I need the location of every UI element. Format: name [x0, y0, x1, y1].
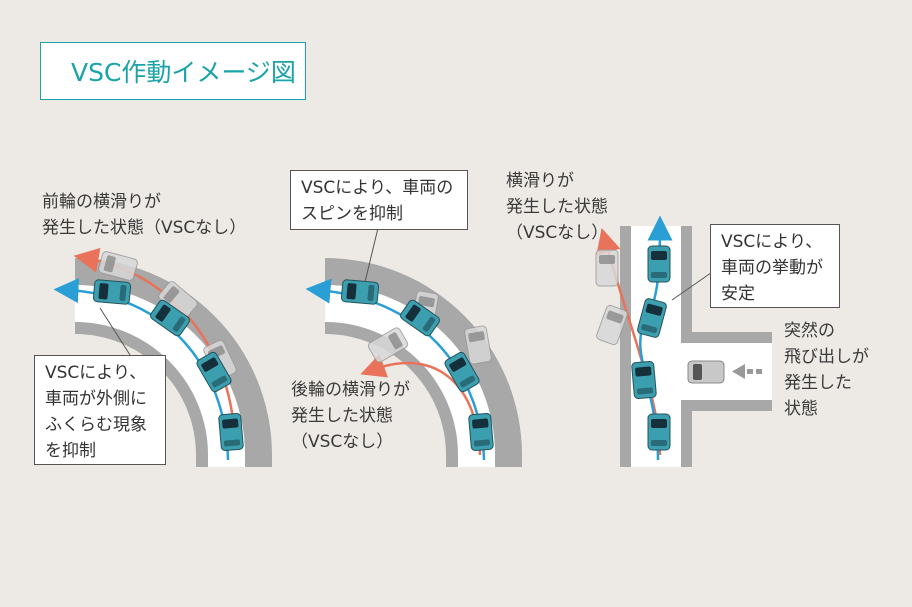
scene3-vsc-callout: VSCにより、 車両の挙動が 安定	[710, 224, 840, 308]
scene3-car	[647, 245, 671, 283]
scene3-car	[630, 360, 658, 400]
scene2-problem-line: 後輪の横滑りが	[291, 380, 410, 400]
scene2-callout-line	[364, 227, 379, 283]
scene3-problem-line: 横滑りが	[506, 171, 574, 191]
scene2-vsc-callout: VSCにより、車両の スピンを抑制	[290, 170, 468, 230]
scene1-problem-label: 前輪の横滑りが 発生した状態（VSCなし）	[42, 189, 246, 241]
scene2-problem-line: （VSCなし）	[291, 432, 394, 452]
scene1-car	[217, 412, 245, 452]
scene2-vsc-line: スピンを抑制	[301, 204, 403, 224]
scene1-vsc-line: VSCにより、	[45, 363, 147, 383]
scene3-problem-label: 横滑りが 発生した状態 （VSCなし）	[506, 168, 608, 246]
scene1-vsc-line: ふくらむ現象	[45, 415, 147, 435]
page-title: VSC作動イメージ図	[71, 58, 296, 87]
scene2-problem-line: 発生した状態	[291, 406, 393, 426]
scene3-event-line: 状態	[784, 399, 818, 419]
scene3-problem-line: （VSCなし）	[506, 223, 609, 243]
scene3-car	[647, 413, 671, 451]
scene2-problem-label: 後輪の横滑りが 発生した状態 （VSCなし）	[291, 377, 410, 455]
scene2-car	[340, 278, 380, 306]
scene3-oncoming-car	[687, 360, 725, 384]
scene1-vsc-callout: VSCにより、 車両が外側に ふくらむ現象 を抑制	[34, 355, 166, 465]
title-box: VSC作動イメージ図	[40, 42, 306, 100]
scene2-car	[467, 412, 495, 452]
scene1-car	[92, 278, 132, 306]
scene2-vsc-line: VSCにより、車両の	[301, 178, 454, 198]
scene3-vsc-line: 車両の挙動が	[721, 258, 823, 278]
scene1-vsc-line: 車両が外側に	[45, 389, 147, 409]
scene3-vsc-line: VSCにより、	[721, 232, 823, 252]
scene3-vsc-line: 安定	[721, 284, 755, 304]
scene3-ghost-car	[595, 249, 619, 287]
scene3-problem-line: 発生した状態	[506, 197, 608, 217]
scene1-vsc-line: を抑制	[45, 441, 96, 461]
scene3-event-line: 突然の	[784, 321, 835, 341]
scene1-problem-line: 前輪の横滑りが	[42, 192, 161, 212]
scene3-event-line: 発生した	[784, 373, 852, 393]
scene1-problem-line: 発生した状態（VSCなし）	[42, 218, 247, 238]
scene3-event-label: 突然の 飛び出しが 発生した 状態	[784, 318, 869, 422]
scene1-callout-line	[99, 307, 131, 356]
scene3-event-line: 飛び出しが	[784, 347, 869, 367]
scene3-dashed-arrow	[732, 364, 762, 379]
